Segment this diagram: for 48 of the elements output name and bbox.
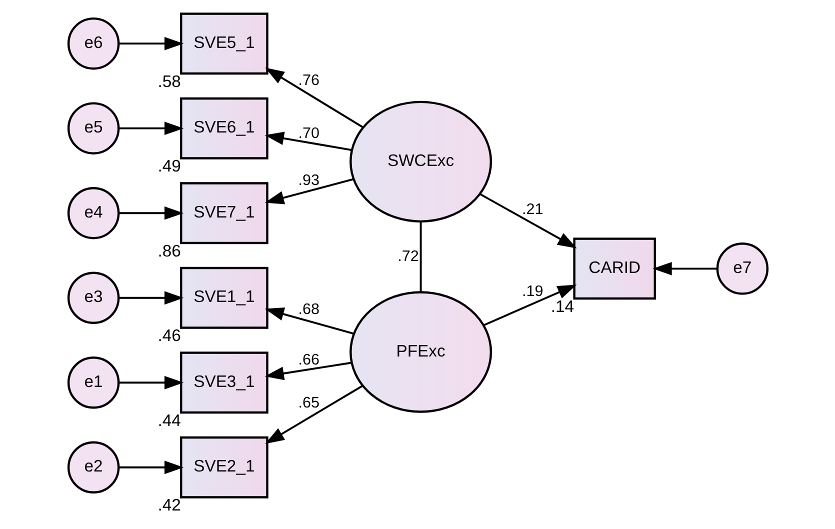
edge-label: .70 [298, 124, 320, 142]
arrow [652, 262, 717, 276]
node-ellipse: SWCExc [349, 100, 492, 223]
node-circle: e3 [66, 272, 120, 324]
arrow [264, 308, 354, 335]
node-label: .49 [157, 156, 180, 176]
edge-label: .68 [298, 301, 320, 318]
node-circle: e6 [66, 17, 120, 70]
edge-label: .19 [522, 283, 543, 300]
node-label: .14 [550, 296, 574, 316]
arrow [118, 206, 184, 220]
node-box: SVE1_1 [179, 266, 268, 329]
edge-label: .21 [522, 201, 543, 218]
node-circle: e7 [716, 242, 768, 295]
edge-label: .65 [298, 394, 320, 412]
node-label: .42 [157, 496, 180, 515]
arrow [118, 291, 184, 305]
node-box: SVE2_1 [179, 436, 268, 498]
node-circle: e1 [66, 356, 120, 409]
edge-label: .72 [397, 248, 418, 265]
node-label: .46 [157, 326, 180, 346]
arrow [264, 362, 352, 380]
arrow [264, 132, 352, 152]
node-box: CARID [572, 238, 656, 300]
arrow [118, 460, 184, 474]
arrow [264, 384, 363, 444]
node-box: SVE3_1 [179, 352, 268, 414]
node-box: SVE7_1 [179, 182, 268, 244]
node-circle: e2 [66, 441, 120, 494]
node-circle: e4 [66, 186, 120, 240]
node-box: SVE5_1 [179, 12, 268, 75]
node-label: .86 [157, 241, 180, 260]
node-circle: e5 [66, 102, 120, 154]
arrow [118, 376, 184, 390]
node-label: .58 [157, 72, 180, 91]
edge-label: .76 [298, 72, 320, 89]
node-ellipse: PFExc [349, 291, 492, 413]
arrow [482, 284, 576, 326]
arrow [118, 122, 184, 136]
node-box: SVE6_1 [179, 97, 268, 160]
arrow [118, 36, 184, 50]
edge-label: .93 [298, 172, 320, 190]
arrow [479, 193, 576, 248]
connector [419, 222, 422, 292]
arrow [264, 68, 364, 128]
arrow [264, 178, 354, 204]
node-label: .44 [157, 410, 180, 430]
edge-label: .66 [298, 351, 320, 368]
